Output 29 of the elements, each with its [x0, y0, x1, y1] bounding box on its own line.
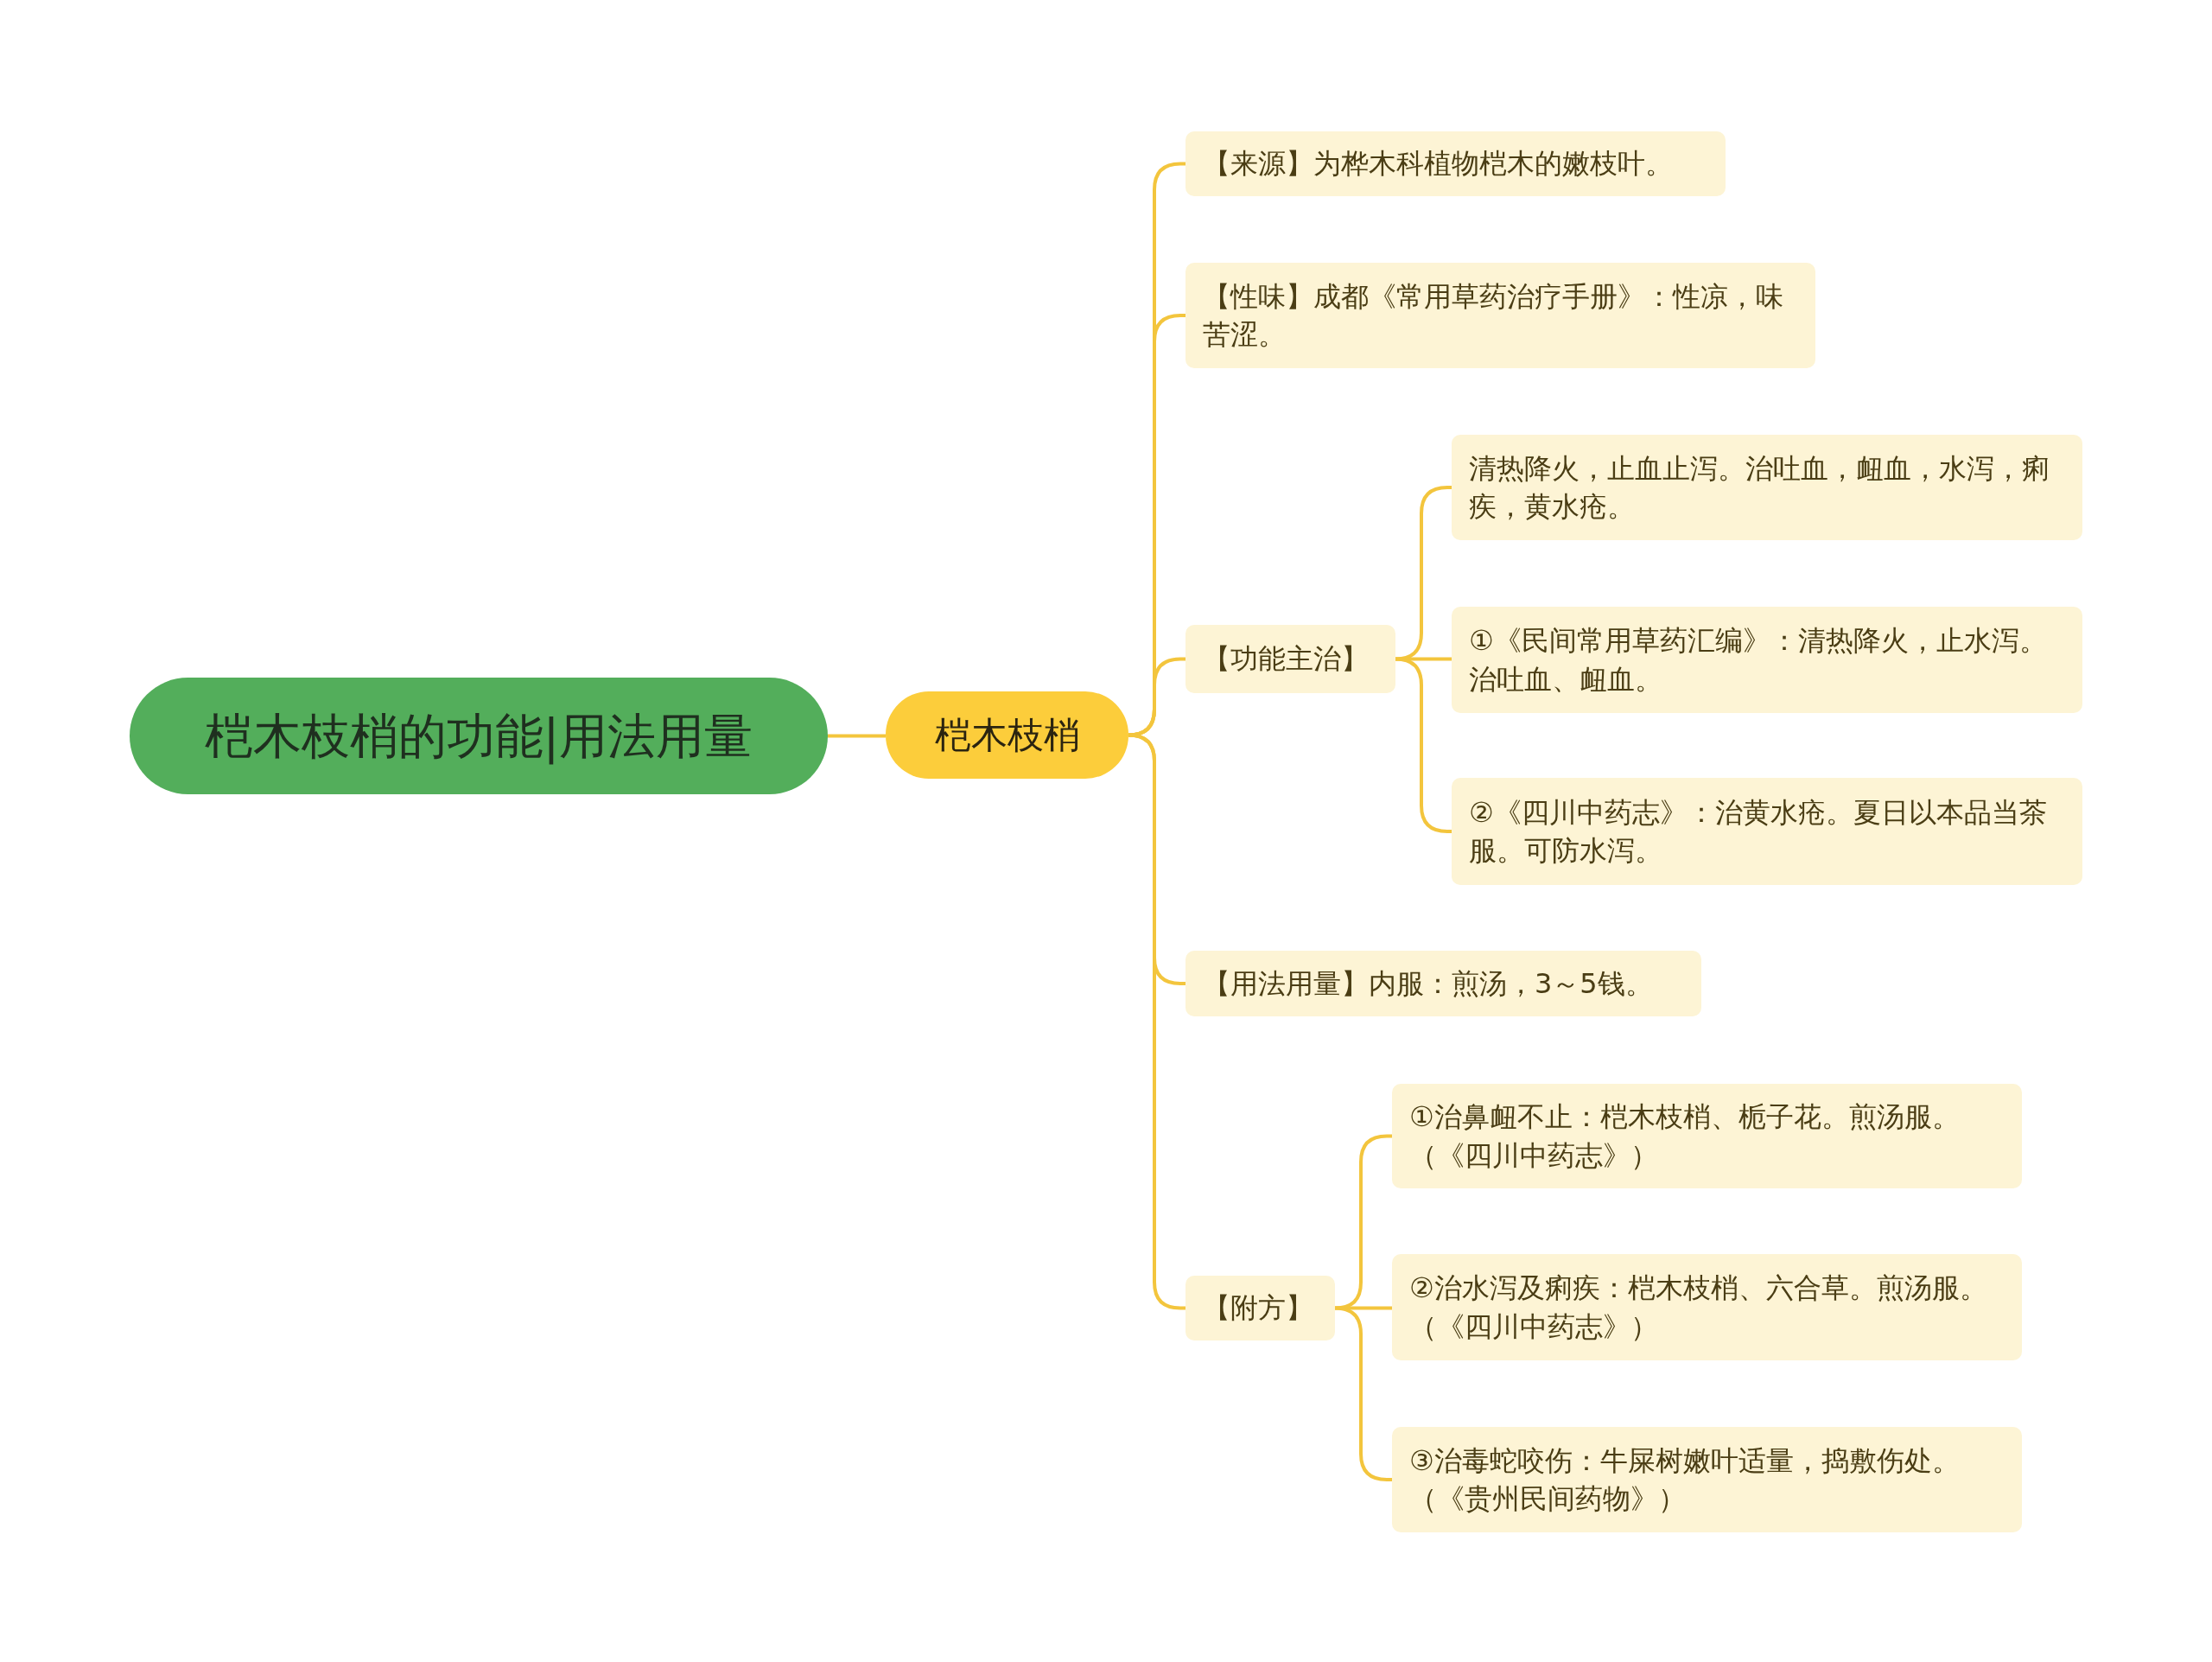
topic-text: ②《四川中药志》：治黄水疮。夏日以本品当茶服。可防水泻。: [1469, 794, 2048, 869]
subtopic-box: [1452, 778, 2082, 885]
subtopic-box: [1392, 1427, 2022, 1532]
subtopic-box: [1452, 607, 2082, 713]
topic-text: 桤木枝梢的功能|用法用量: [204, 706, 753, 767]
connector-line: [1333, 1306, 1392, 1481]
connector-line: [1127, 657, 1185, 737]
subtopic-box: [1392, 1084, 2022, 1188]
topic-text: 【功能主治】: [1203, 641, 1369, 678]
subtopic-box: [1185, 625, 1395, 693]
connector-line: [1127, 733, 1185, 1310]
connector-line: [1394, 657, 1452, 833]
subtopic-box: [1185, 1276, 1335, 1340]
topic-text: ②治水泻及痢疾：桤木枝梢、六合草。煎汤服。（《四川中药志》）: [1409, 1270, 1988, 1345]
subtopic-box: [1185, 263, 1815, 368]
subtopic-box: [1392, 1254, 2022, 1360]
connector-line: [828, 734, 886, 738]
topic-text: 【附方】: [1203, 1290, 1313, 1327]
topic-text: 清热降火，止血止泻。治吐血，衄血，水泻，痢疾，黄水疮。: [1469, 450, 2050, 525]
subtopic-box: [1185, 951, 1701, 1016]
topic-text: ③治毒蛇咬伤：牛屎树嫩叶适量，捣敷伤处。（《贵州民间药物》）: [1409, 1442, 1961, 1517]
subtopic-box: [1185, 131, 1726, 196]
topic-text: 【用法用量】内服：煎汤，3～5钱。: [1203, 965, 1653, 1002]
topic-text: 桤木枝梢: [934, 712, 1080, 758]
topic-text: ①治鼻衄不止：桤木枝梢、栀子花。煎汤服。（《四川中药志》）: [1409, 1099, 1961, 1174]
topic-text: ①《民间常用草药汇编》：清热降火，止水泻。治吐血、衄血。: [1469, 623, 2048, 697]
topic-text: 【性味】成都《常用草药治疗手册》：性凉，味苦涩。: [1203, 278, 1784, 353]
topic-text: 【来源】为桦木科植物桤木的嫩枝叶。: [1203, 146, 1673, 182]
subtopic-box: [1452, 435, 2082, 540]
